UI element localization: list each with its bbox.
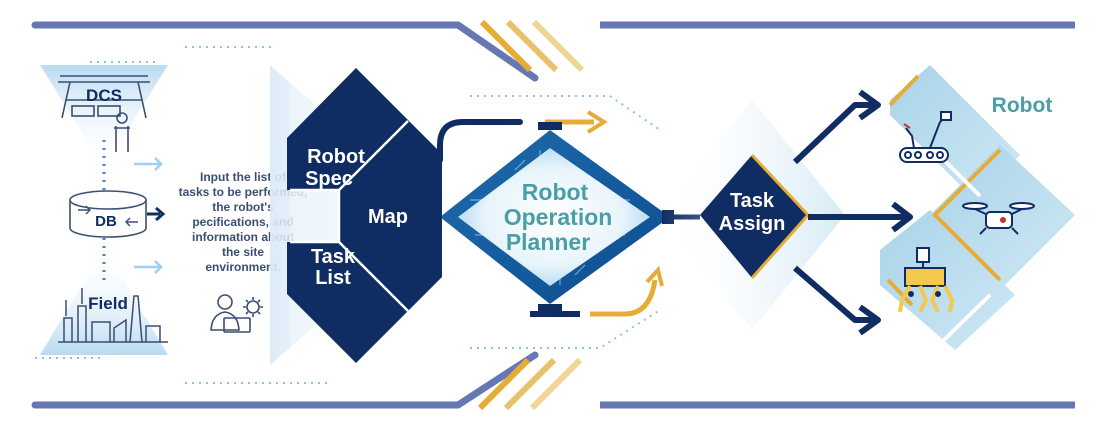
task-list-block [287, 242, 408, 363]
quadruped-robot-icon [898, 247, 955, 313]
planner-label-1: Robot [522, 179, 589, 205]
description-line-1: Input the list of [200, 170, 287, 184]
dcs-control-room-icon [58, 75, 150, 152]
robot-spec-block [287, 68, 408, 190]
operator-gear-icon [210, 294, 263, 333]
database-icon: DB [69, 190, 147, 238]
task-assign-group: Task Assign [660, 100, 845, 330]
dotted-guides [35, 46, 661, 384]
dcs-label: DCS [86, 86, 122, 105]
light-arrows [134, 157, 163, 274]
robot-spec-label-1: Robot [307, 146, 365, 168]
description-line-7: environment. [205, 260, 280, 274]
robot-operation-planner: Robot Operation Planner [432, 122, 674, 312]
bottom-band [31, 351, 1075, 411]
map-label: Map [368, 206, 408, 228]
robot-title: Robot [992, 94, 1053, 117]
task-assign-label-2: Assign [719, 213, 786, 235]
assign-branch-arrows [792, 89, 913, 336]
map-block [339, 120, 442, 311]
task-list-label-1: Task [311, 246, 356, 268]
drone-icon [962, 202, 1035, 235]
description-line-3: the robot's [212, 200, 274, 214]
db-label: DB [95, 213, 117, 230]
top-band [31, 19, 1075, 82]
field-label: Field [88, 294, 128, 313]
task-assign-label-1: Task [730, 190, 775, 212]
crawler-robot-icon [899, 111, 952, 163]
description-line-5: information about [192, 230, 294, 244]
robot-spec-label-2: Spec [305, 168, 353, 190]
planner-label-3: Planner [506, 229, 590, 255]
planner-label-2: Operation [504, 204, 613, 230]
input-diamond-group: Robot Spec Map Task List [270, 65, 442, 365]
description-line-6: the site [222, 245, 264, 259]
description-line-4: pecifications, and [192, 215, 293, 229]
factory-field-icon [58, 288, 168, 343]
task-list-label-2: List [315, 267, 351, 289]
source-column: DCS DB Field [40, 65, 168, 355]
